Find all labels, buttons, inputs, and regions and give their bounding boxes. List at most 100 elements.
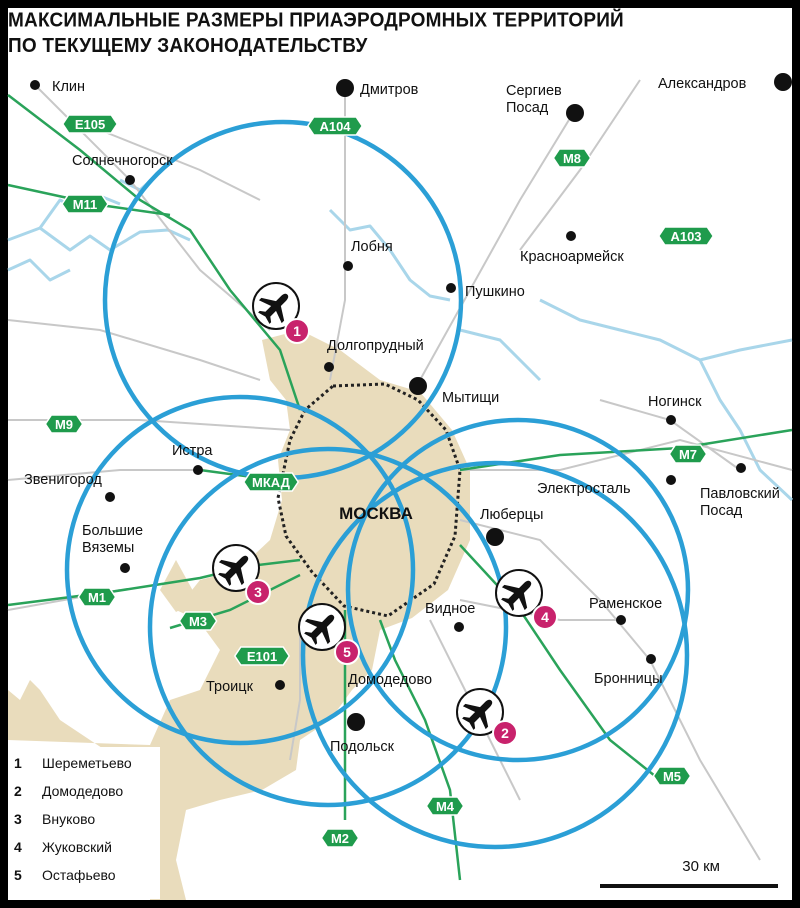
city: Ногинск	[648, 394, 702, 425]
airport: 5	[298, 603, 360, 665]
legend-number: 1	[14, 755, 22, 771]
city-label: Солнечногорск	[72, 153, 173, 169]
minor-road	[7, 469, 200, 481]
city-label: Люберцы	[480, 507, 543, 523]
road-badge: M5	[652, 766, 692, 786]
svg-text:E105: E105	[75, 117, 105, 132]
svg-text:M4: M4	[436, 799, 455, 814]
minor-road	[459, 599, 620, 621]
svg-text:M1: M1	[88, 590, 106, 605]
map-title: МАКСИМАЛЬНЫЕ РАЗМЕРЫ ПРИАЭРОДРОМНЫХ ТЕРР…	[8, 9, 708, 59]
svg-text:M8: M8	[563, 151, 581, 166]
river	[539, 298, 793, 362]
city-label: Бронницы	[594, 671, 663, 687]
urban-zone	[160, 560, 198, 612]
city-label: Ногинск	[648, 394, 702, 410]
city-dot-icon	[275, 680, 285, 690]
highway	[7, 94, 302, 411]
airport-number-badge	[492, 720, 518, 746]
road-badge: M3	[178, 611, 218, 631]
city-dot-icon	[347, 713, 365, 731]
minor-road	[289, 620, 301, 761]
svg-text:A103: A103	[670, 229, 701, 244]
legend-label: Остафьево	[42, 867, 116, 883]
city: Троицк	[206, 679, 285, 695]
svg-text:M9: M9	[55, 417, 73, 432]
legend-item: 3 Внуково	[14, 811, 160, 839]
city-dot-icon	[120, 563, 130, 573]
city-label: Пушкино	[465, 284, 525, 300]
city-dot-icon	[566, 104, 584, 122]
city: Домодедово	[348, 672, 432, 688]
minor-road	[329, 90, 346, 381]
road-badge: M11	[61, 194, 109, 214]
aerodrome-zone-circle	[300, 460, 690, 850]
city-dot-icon	[324, 362, 334, 372]
aerodrome-zone-circle	[345, 417, 691, 763]
legend-label: Шереметьево	[42, 755, 132, 771]
city: Александров	[658, 73, 792, 92]
city: Долгопрудный	[324, 338, 424, 372]
city-label: Подольск	[330, 739, 395, 755]
city-label: Электросталь	[537, 481, 631, 497]
highway	[7, 558, 301, 607]
scale-label: 30 км	[682, 858, 720, 875]
svg-text:E101: E101	[247, 649, 277, 664]
svg-text:A104: A104	[319, 119, 351, 134]
city-dot-icon	[616, 615, 626, 625]
airport: 3	[212, 544, 271, 605]
river	[698, 359, 794, 502]
city-dot-icon	[336, 79, 354, 97]
legend-number: 5	[14, 867, 22, 883]
city-dot-icon	[409, 377, 427, 395]
city-dot-icon	[566, 231, 576, 241]
river	[7, 226, 191, 252]
city-dot-icon	[193, 465, 203, 475]
city-dot-icon	[486, 528, 504, 546]
airport-number: 2	[501, 725, 509, 741]
legend-number: 2	[14, 783, 22, 799]
aerodrome-zone-circle	[64, 394, 416, 746]
legend-label: Внуково	[42, 811, 96, 827]
legend-number: 3	[14, 811, 22, 827]
road-badge: M2	[320, 828, 360, 848]
road-badge: M7	[668, 444, 708, 464]
airport-number: 5	[343, 644, 351, 660]
svg-text:M2: M2	[331, 831, 349, 846]
airplane-icon	[304, 614, 335, 645]
city-dot-icon	[30, 80, 40, 90]
city-label: Клин	[52, 79, 85, 95]
city: Видное	[425, 601, 475, 632]
city-dot-icon	[774, 73, 792, 91]
city: Клин	[30, 79, 85, 95]
road-badge: МКАД	[242, 472, 300, 492]
scale-bar: 30 км	[600, 856, 778, 892]
city: Люберцы	[480, 507, 543, 546]
city-label: Домодедово	[348, 672, 432, 688]
airport-number-badge	[532, 604, 558, 630]
city-dot-icon	[454, 622, 464, 632]
road-badge: E101	[233, 646, 291, 666]
minor-road	[7, 319, 261, 381]
city-label: Раменское	[589, 596, 662, 612]
city-dot-icon	[666, 415, 676, 425]
airport-number-badge	[334, 639, 360, 665]
svg-text:M7: M7	[679, 447, 697, 462]
airplane-icon	[258, 293, 289, 324]
moscow-label: МОСКВА	[339, 504, 413, 523]
svg-text:M11: M11	[73, 197, 98, 212]
title-line-1: МАКСИМАЛЬНЫЕ РАЗМЕРЫ ПРИАЭРОДРОМНЫХ ТЕРР…	[8, 9, 624, 32]
city-dot-icon	[105, 492, 115, 502]
airplane-icon	[462, 699, 493, 730]
airport-number-badge	[245, 579, 271, 605]
city: Раменское	[589, 596, 662, 625]
